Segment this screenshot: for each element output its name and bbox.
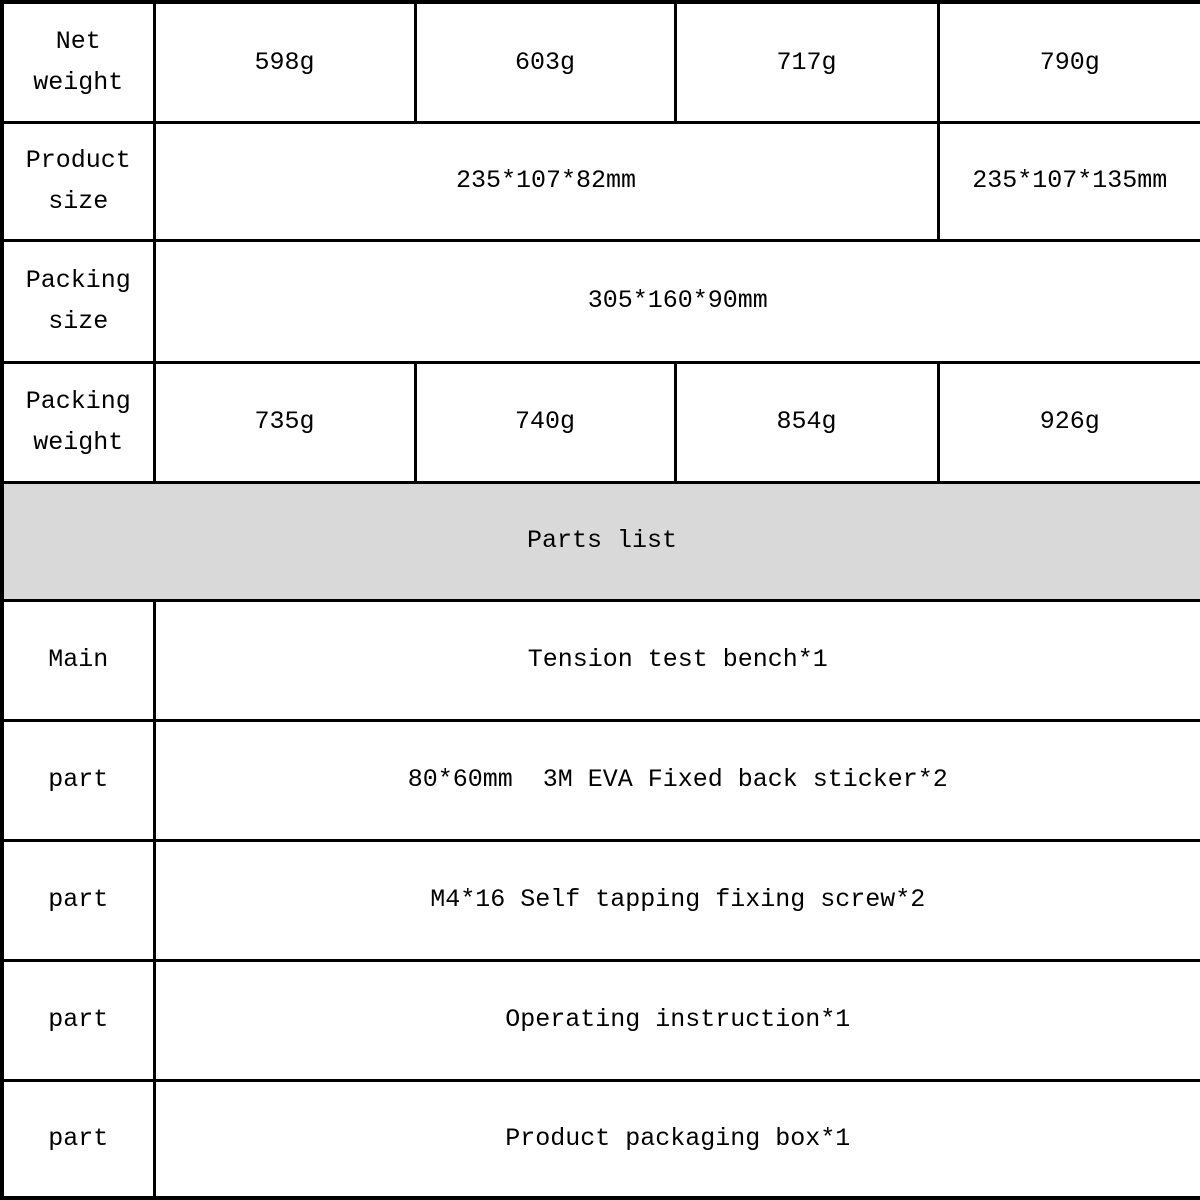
table-row-part-sticker: part 80*60mm 3M EVA Fixed back sticker*2	[0, 718, 1200, 842]
row-label-packing-weight: Packing weight	[0, 360, 156, 484]
packing-size-value: 305*160*90mm	[152, 238, 1200, 364]
part-value-main: Tension test bench*1	[152, 598, 1200, 722]
table-row-part-instruction: part Operating instruction*1	[0, 958, 1200, 1082]
row-label-net-weight: Net weight	[0, 0, 156, 124]
net-weight-value-3: 717g	[673, 0, 940, 124]
row-label-packing-size: Packing size	[0, 238, 156, 364]
part-value-screw: M4*16 Self tapping fixing screw*2	[152, 838, 1200, 962]
part-value-box: Product packaging box*1	[152, 1078, 1200, 1200]
part-label-screw: part	[0, 838, 156, 962]
product-size-value-2: 235*107*135mm	[936, 120, 1200, 242]
packing-weight-value-4: 926g	[936, 360, 1200, 484]
part-label-box: part	[0, 1078, 156, 1200]
table-row-part-main: Main Tension test bench*1	[0, 598, 1200, 722]
part-value-instruction: Operating instruction*1	[152, 958, 1200, 1082]
row-label-product-size: Product size	[0, 120, 156, 242]
net-weight-value-1: 598g	[152, 0, 417, 124]
packing-weight-value-2: 740g	[413, 360, 677, 484]
table-row-packing-size: Packing size 305*160*90mm	[0, 238, 1200, 364]
table-row-packing-weight: Packing weight 735g 740g 854g 926g	[0, 360, 1200, 484]
table-row-net-weight: Net weight 598g 603g 717g 790g	[0, 0, 1200, 124]
packing-weight-value-1: 735g	[152, 360, 417, 484]
parts-list-header: Parts list	[0, 480, 1200, 602]
table-row-part-screw: part M4*16 Self tapping fixing screw*2	[0, 838, 1200, 962]
net-weight-value-4: 790g	[936, 0, 1200, 124]
part-label-main: Main	[0, 598, 156, 722]
part-label-instruction: part	[0, 958, 156, 1082]
packing-weight-value-3: 854g	[673, 360, 940, 484]
table-row-part-box: part Product packaging box*1	[0, 1078, 1200, 1200]
table-row-product-size: Product size 235*107*82mm 235*107*135mm	[0, 120, 1200, 242]
part-value-sticker: 80*60mm 3M EVA Fixed back sticker*2	[152, 718, 1200, 842]
net-weight-value-2: 603g	[413, 0, 677, 124]
table-row-parts-list-header: Parts list	[0, 480, 1200, 602]
product-size-value-1: 235*107*82mm	[152, 120, 940, 242]
part-label-sticker: part	[0, 718, 156, 842]
